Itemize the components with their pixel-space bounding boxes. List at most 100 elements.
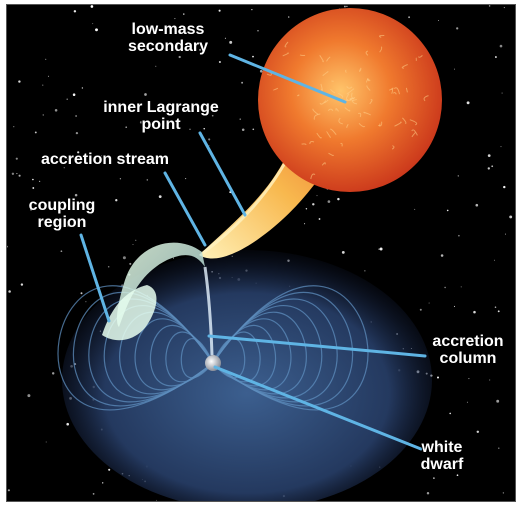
star-dot [427, 492, 429, 494]
star-dot [378, 248, 379, 249]
star-dot [260, 70, 263, 73]
star-dot [447, 210, 449, 212]
star-dot [108, 469, 110, 471]
star-dot [135, 240, 136, 241]
star-dot [32, 187, 34, 189]
star-dot [73, 93, 76, 96]
star-dot [319, 218, 321, 220]
star-dot [39, 181, 40, 182]
star-dot [95, 28, 98, 31]
star-dot [108, 266, 110, 268]
star-dot [477, 431, 479, 433]
star-dot [496, 400, 499, 403]
star-dot [312, 203, 314, 205]
star-dot [441, 254, 444, 257]
star-dot [438, 20, 439, 21]
star-dot [473, 311, 476, 314]
star-dot [364, 270, 365, 271]
star-dot [429, 303, 430, 304]
star-dot [219, 10, 221, 12]
star-dot [488, 167, 490, 169]
star-dot [242, 128, 245, 131]
magnetosphere [62, 250, 432, 502]
star-dot [494, 260, 495, 261]
star-dot [380, 248, 383, 251]
star-dot [229, 41, 232, 44]
star-dot [35, 131, 37, 133]
star-dot [76, 132, 78, 134]
star-dot [61, 250, 63, 252]
star-dot [449, 413, 451, 415]
star-dot [328, 200, 331, 203]
star-dot [75, 115, 77, 117]
star-dot [475, 204, 478, 207]
star-dot [81, 292, 83, 294]
star-dot [346, 6, 347, 7]
star-dot [8, 489, 10, 491]
star-dot [503, 492, 504, 493]
star-dot [252, 128, 254, 130]
star-dot [185, 178, 186, 179]
star-dot [32, 179, 34, 181]
star-dot [420, 309, 422, 311]
star-dot [467, 101, 470, 104]
label-accretion-stream: accretion stream [15, 151, 195, 168]
star-dot [48, 76, 49, 77]
star-dot [288, 16, 290, 18]
label-coupling-region: coupling region [17, 197, 107, 231]
star-dot [251, 9, 252, 10]
star-dot [52, 372, 54, 374]
star-dot [12, 173, 14, 175]
star-dot [467, 402, 468, 403]
star-dot [317, 195, 318, 196]
star-dot [173, 258, 174, 259]
label-low-mass-secondary: low-mass secondary [108, 21, 228, 55]
label-white-dwarf: white dwarf [412, 439, 472, 473]
star-dot [91, 5, 94, 8]
star-dot [115, 199, 117, 201]
star-dot [208, 138, 210, 140]
star-dot [129, 263, 131, 265]
star-dot [505, 234, 506, 235]
star-dot [102, 482, 103, 483]
binary-star-diagram: low-mass secondary inner Lagrange point … [6, 4, 516, 502]
star-dot [120, 178, 121, 179]
star-dot [458, 235, 460, 237]
star-dot [45, 59, 46, 60]
star-dot [252, 56, 254, 58]
star-dot [491, 165, 493, 167]
star-dot [133, 244, 134, 245]
star-dot [18, 80, 20, 82]
star-dot [495, 56, 497, 58]
star-dot [437, 376, 439, 378]
star-dot [509, 215, 512, 218]
star-dot [19, 175, 21, 177]
star-dot [147, 179, 149, 181]
star-dot [219, 61, 221, 63]
star-dot [123, 256, 126, 259]
star-dot [461, 286, 462, 287]
star-dot [66, 98, 67, 99]
label-inner-lagrange-point: inner Lagrange point [81, 99, 241, 133]
star-dot [444, 287, 445, 288]
star-dot [500, 45, 503, 48]
star-dot [468, 378, 469, 379]
star-dot [144, 93, 147, 96]
star-dot [488, 154, 491, 157]
star-dot [454, 306, 455, 307]
star-dot [342, 251, 345, 254]
star-dot [456, 27, 458, 29]
star-dot [85, 301, 86, 302]
star-dot [498, 310, 500, 312]
star-dot [504, 7, 505, 8]
diagram-artwork [7, 5, 516, 502]
star-dot [174, 18, 175, 19]
star-dot [337, 198, 339, 200]
star-dot [92, 23, 93, 24]
star-dot [46, 442, 47, 443]
star-dot [159, 195, 162, 198]
label-accretion-column: accretion column [422, 333, 514, 367]
star-dot [16, 173, 17, 174]
star-dot [27, 394, 30, 397]
star-dot [502, 93, 503, 94]
